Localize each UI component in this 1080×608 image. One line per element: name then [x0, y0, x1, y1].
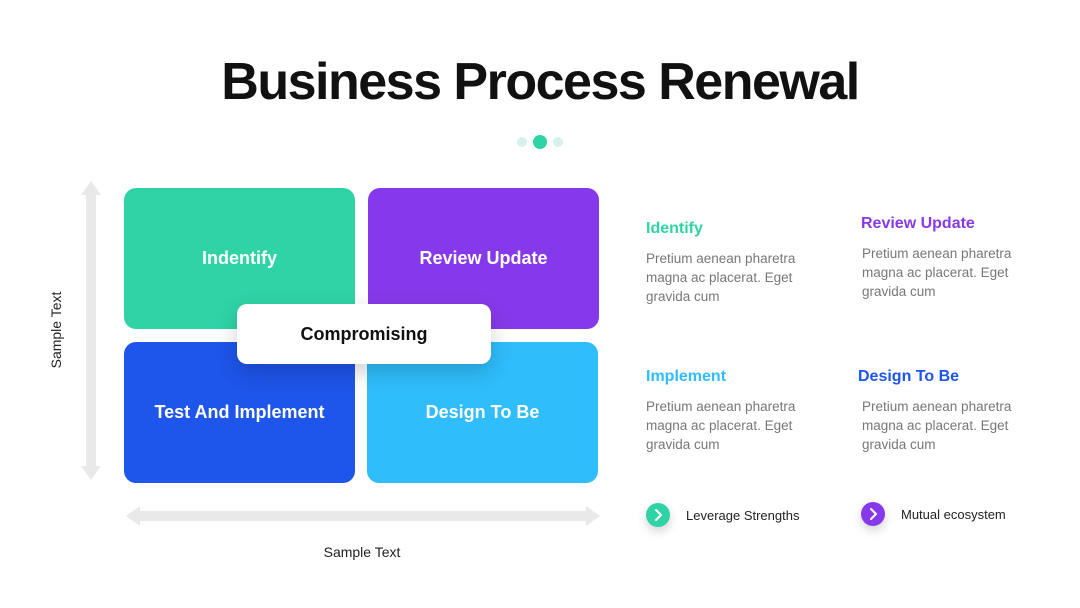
item-desc-design-to-be: Pretium aenean pharetra magna ac placera…	[862, 399, 1012, 452]
legend-label-mutual-ecosystem: Mutual ecosystem	[901, 507, 1006, 522]
x-axis-label: Sample Text	[323, 544, 401, 560]
legend-label-leverage-strengths: Leverage Strengths	[686, 508, 800, 523]
y-axis-label: Sample Text	[48, 291, 64, 369]
x-axis-arrow-right-icon	[586, 506, 600, 526]
page-title: Business Process Renewal	[221, 53, 860, 111]
item-desc-implement: Pretium aenean pharetra magna ac placera…	[646, 399, 796, 452]
item-title-implement: Implement	[646, 368, 727, 385]
quadrant-label: Design To Be	[425, 402, 540, 422]
y-axis-arrow-down-icon	[81, 466, 101, 480]
y-axis-line	[86, 194, 96, 466]
dot-indicator-active	[533, 135, 547, 149]
quadrant-design-to-be: Design To Be	[367, 342, 598, 483]
quadrant-label: Test And Implement	[154, 402, 325, 422]
item-title-design-to-be: Design To Be	[858, 368, 960, 385]
x-axis-arrow-left-icon	[126, 506, 140, 526]
y-axis-arrow-up-icon	[81, 181, 101, 195]
center-card-label: Compromising	[300, 323, 428, 344]
chevron-right-icon	[861, 502, 885, 526]
quadrant-test-and-implement: Test And Implement	[124, 342, 355, 483]
x-axis-line	[140, 511, 586, 521]
chevron-right-icon	[646, 503, 670, 527]
item-title-review-update: Review Update	[861, 215, 975, 232]
dot-indicator	[517, 137, 527, 147]
item-desc-review-update: Pretium aenean pharetra magna ac placera…	[862, 246, 1012, 299]
quadrant-label: Review Update	[419, 248, 548, 268]
item-desc-identify: Pretium aenean pharetra magna ac placera…	[646, 251, 796, 304]
item-title-identify: Identify	[646, 220, 703, 237]
dot-indicator	[553, 137, 563, 147]
center-card-compromising: Compromising	[237, 304, 491, 364]
quadrant-label: Indentify	[202, 248, 277, 268]
